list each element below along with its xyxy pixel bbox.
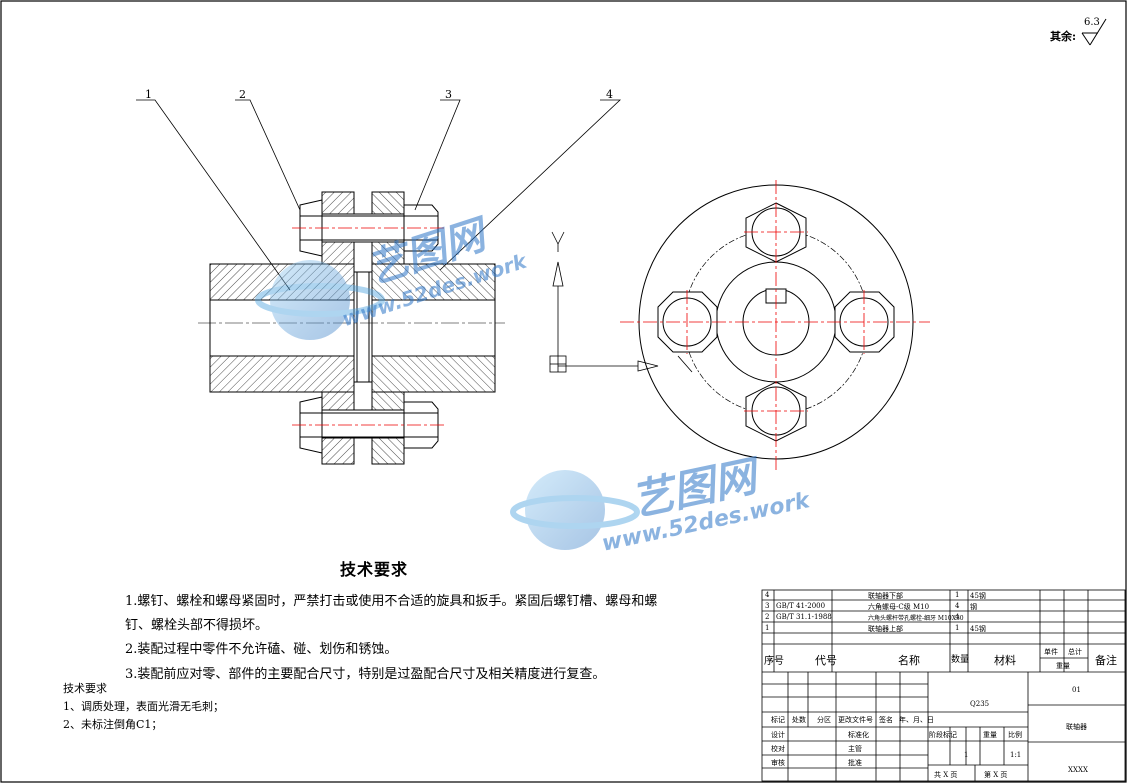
bom-header-name: 名称: [898, 654, 920, 667]
bom-no: 4: [765, 591, 770, 599]
tb-label-count: 处数: [792, 716, 806, 724]
bom-header-remark: 备注: [1095, 654, 1117, 667]
bom-name: 六角螺母-C级 M10: [868, 603, 930, 611]
tb-scale-value: 1:1: [1010, 751, 1022, 759]
tb-label-sign: 签名: [879, 716, 893, 724]
bom-name: 六角头螺杆带孔螺栓-细牙 M10X30: [868, 615, 964, 622]
bom-header-material: 材料: [994, 654, 1016, 667]
bom-no: 1: [765, 624, 770, 632]
roughness-value: 6.3: [1084, 17, 1100, 28]
bom-qty: 1: [955, 591, 960, 599]
tb-company: XXXX: [1068, 766, 1088, 774]
tb-material: Q235: [970, 700, 990, 708]
tech-requirement-line: 3.装配前应对零、部件的主要配合尺寸，特别是过盈配合尺寸及相关精度进行复查。: [125, 667, 606, 682]
bom-header-no: 序号: [764, 656, 784, 667]
bom-code: GB/T 41-2000: [776, 602, 826, 610]
tb-label-design: 设计: [771, 731, 785, 739]
bom-no: 3: [765, 602, 770, 610]
tb-label-doc: 更改文件号: [838, 716, 873, 724]
bom-name: 联轴器上部: [868, 625, 903, 633]
bom-name: 联轴器下部: [868, 592, 903, 600]
bom-header-weight: 重量: [1056, 662, 1070, 670]
bom-material: 45钢: [970, 625, 986, 633]
view-arrow: [549, 231, 659, 373]
tb-label-check: 校对: [771, 745, 785, 753]
bom-qty: 4: [955, 613, 960, 621]
balloon-2: 2: [239, 88, 246, 101]
notes-title: 技术要求: [63, 682, 107, 695]
tech-requirement-line: 1.螺钉、螺栓和螺母紧固时，严禁打击或使用不合适的旋具和扳手。紧固后螺钉槽、螺母…: [125, 594, 658, 609]
balloon-1: 1: [145, 88, 152, 101]
bom-header-unit: 单件: [1044, 648, 1058, 656]
bom-no: 2: [765, 613, 770, 621]
bom-qty: 1: [955, 624, 960, 632]
bom-material: 钢: [970, 603, 977, 611]
tb-label-mark: 标记: [771, 716, 785, 724]
balloon-4: 4: [606, 88, 613, 101]
note-line: 1、调质处理，表面光滑无毛刺；: [63, 700, 224, 713]
title-block-lines: [761, 589, 1126, 782]
tb-label-weight: 重量: [983, 731, 997, 739]
bom-header-qty: 数量: [951, 655, 970, 665]
balloon-leaders: [136, 99, 622, 291]
watermark-logo: [255, 260, 640, 550]
bom-header-total: 总计: [1068, 648, 1082, 656]
tb-label-chief: 主管: [848, 745, 862, 753]
bom-code: GB/T 31.1-1988: [776, 613, 832, 621]
tb-label-zone: 分区: [817, 716, 831, 724]
tb-label-stage: 阶段标记: [929, 731, 957, 739]
tb-stage-value: 1: [964, 751, 969, 759]
tech-requirements-title: 技术要求: [340, 560, 409, 579]
tb-total-sheets: 共 X 页: [934, 771, 958, 779]
roughness-label: 其余:: [1050, 30, 1077, 43]
tb-label-approve: 批准: [848, 759, 862, 767]
bom-qty: 4: [955, 602, 960, 610]
note-line: 2、未标注倒角C1；: [63, 718, 163, 731]
tb-drawing-no: 01: [1072, 686, 1081, 694]
tech-requirement-line: 钉、螺栓头部不得损坏。: [125, 618, 269, 633]
balloon-3: 3: [445, 88, 452, 101]
roughness-symbol: [1081, 18, 1107, 46]
tb-label-scale: 比例: [1008, 731, 1022, 739]
tb-part-name: 联轴器: [1066, 723, 1087, 731]
tech-requirement-line: 2.装配过程中零件不允许磕、碰、划伤和锈蚀。: [125, 642, 398, 657]
tb-label-date: 年、月、日: [899, 716, 934, 724]
tb-label-review: 审核: [771, 759, 785, 767]
tb-label-standard: 标准化: [848, 731, 869, 739]
tb-sheet-no: 第 X 页: [984, 771, 1008, 779]
side-view: [620, 180, 930, 470]
bom-material: 45钢: [970, 592, 986, 600]
bom-header-code: 代号: [815, 654, 837, 667]
